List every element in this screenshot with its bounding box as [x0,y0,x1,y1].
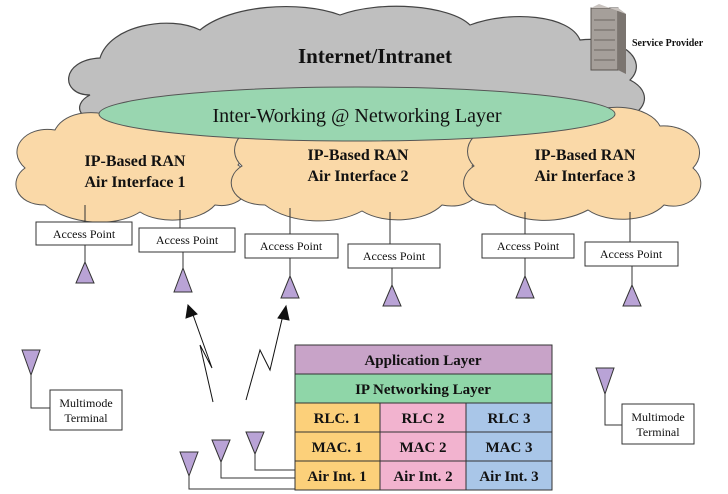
antenna-icon [382,283,402,307]
server-top [591,4,626,14]
access-point-6: Access Point [584,241,679,267]
antenna-link-3 [254,454,295,471]
access-point-2-label: Access Point [156,233,219,247]
access-point-2: Access Point [138,227,236,253]
rlc-1-label: RLC. 1 [314,411,361,427]
wireless-signal-2 [245,314,284,401]
application-layer-row [294,344,553,375]
terminal-left-line2: Terminal [64,411,108,425]
server-icon [590,7,619,71]
ran-cloud-3-shape [463,106,702,221]
ran-3-line2: Air Interface 3 [535,168,636,185]
access-point-6-label: Access Point [600,247,663,261]
antenna-icon [515,274,535,299]
service-provider-label: Service Provider [632,38,704,49]
terminal-left-box [49,389,123,431]
ran-2-line1: IP-Based RAN [308,147,409,164]
ap-connections [84,205,633,285]
antenna-link-1 [188,476,295,490]
rlc-2-label: RLC 2 [402,411,445,427]
interworking-layer: Inter-Working @ Networking Layer [98,86,616,142]
access-point-5: Access Point [481,233,575,259]
antenna-icon [211,439,231,464]
terminal-antennas [179,431,295,490]
wireless-signal-1 [191,311,214,403]
application-layer-label: Application Layer [364,353,481,369]
antenna-icon [75,260,95,284]
antenna-icon [595,367,615,396]
access-point-3: Access Point [244,233,339,259]
antenna-icon [245,431,265,456]
mac-1-label: MAC. 1 [312,440,363,456]
access-point-1-label: Access Point [53,227,116,241]
wireless-links [185,303,290,403]
terminal-right-line1: Multimode [631,410,684,424]
ran-cloud-1: IP-Based RAN Air Interface 1 [15,106,250,223]
rlc-3-label: RLC 3 [488,411,531,427]
air-int-3-label: Air Int. 3 [479,469,538,485]
terminal-right-box [621,403,695,445]
antenna-icon [21,349,41,377]
access-point-4: Access Point [347,243,441,269]
access-point-3-label: Access Point [260,239,323,253]
access-point-4-label: Access Point [363,249,426,263]
ap-antennas [75,260,642,307]
ran-1-line1: IP-Based RAN [85,153,186,170]
antenna-icon [280,274,300,299]
ip-networking-layer-row [294,373,553,404]
ip-networking-layer-label: IP Networking Layer [355,382,491,398]
antenna-icon [622,283,642,307]
antenna-icon [179,451,199,478]
interworking-ellipse [98,86,616,142]
multimode-terminal-right: Multimode Terminal [595,367,695,445]
protocol-stack [294,344,553,491]
access-point-1: Access Point [35,221,133,246]
terminal-right-line2: Terminal [636,425,680,439]
ran-3-line1: IP-Based RAN [535,147,636,164]
mac-2-label: MAC 2 [399,440,446,456]
interworking-label: Inter-Working @ Networking Layer [212,105,501,127]
ran-cloud-3: IP-Based RAN Air Interface 3 [463,106,702,221]
protocol-stack-labels: Application Layer IP Networking Layer RL… [307,353,538,485]
antenna-link-2 [220,462,295,479]
mac-3-label: MAC 3 [485,440,532,456]
ran-2-line2: Air Interface 2 [308,168,409,185]
ran-1-line2: Air Interface 1 [85,174,186,191]
multimode-terminal-left: Multimode Terminal [21,349,123,431]
antenna-icon [173,266,193,293]
access-point-5-label: Access Point [497,239,560,253]
internet-cloud-title: Internet/Intranet [298,44,452,68]
server-side [618,8,626,74]
terminal-left-line1: Multimode [59,396,112,410]
air-int-1-label: Air Int. 1 [307,469,366,485]
air-int-2-label: Air Int. 2 [393,469,452,485]
service-provider-server: Service Provider [590,4,704,74]
